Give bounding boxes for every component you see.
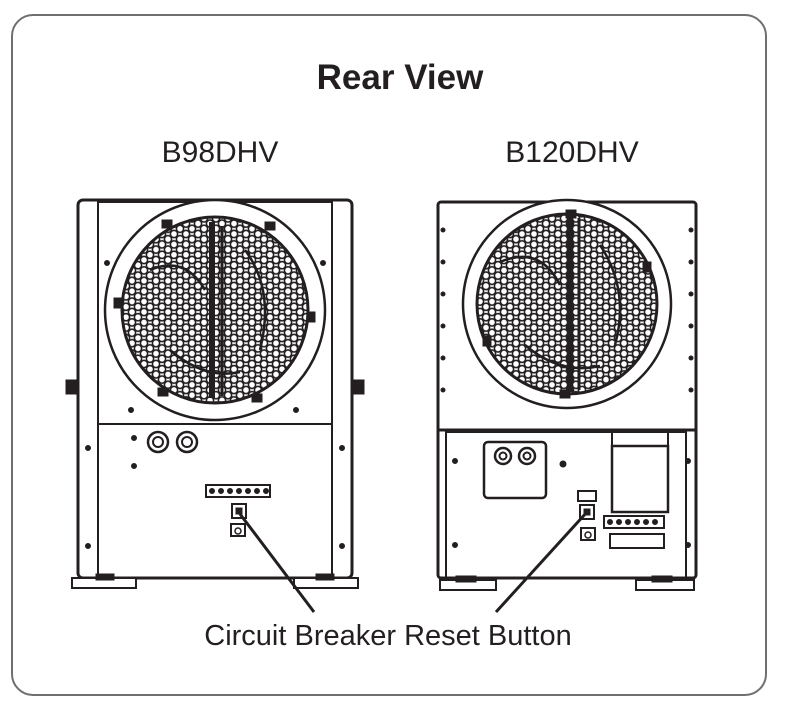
figure-frame <box>11 14 767 696</box>
figure-title: Rear View <box>316 58 484 97</box>
reset-button-b120dhv <box>579 504 595 520</box>
model-label-b98dhv: B98DHV <box>161 136 279 169</box>
unit-b98dhv <box>65 198 365 589</box>
reset-button-b98dhv <box>231 503 247 519</box>
callout-line-b120dhv <box>494 510 589 614</box>
callout-caption: Circuit Breaker Reset Button <box>204 620 572 652</box>
model-label-b120dhv: B120DHV <box>505 136 639 169</box>
callout-line-b98dhv <box>238 513 316 613</box>
unit-b120dhv <box>436 198 698 591</box>
